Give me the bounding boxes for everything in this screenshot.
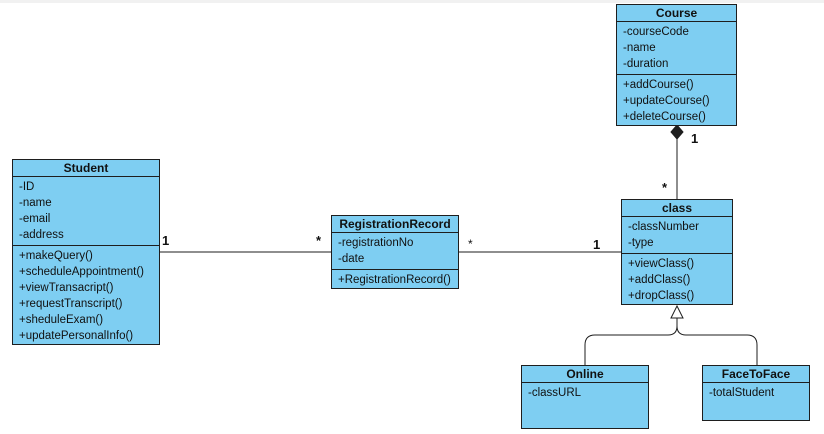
class-box-facetoface[interactable]: FaceToFace -totalStudent <box>702 365 810 421</box>
attribute: -type <box>628 237 654 249</box>
attribute: -date <box>338 253 365 265</box>
attribute: -courseCode <box>623 26 689 38</box>
attribute: -email <box>19 213 51 225</box>
method: +updatePersonalInfo() <box>19 330 134 342</box>
generalization-line-facetoface[interactable] <box>676 325 758 365</box>
generalization-line-online[interactable] <box>584 318 678 365</box>
attributes-section: -classNumber -type <box>622 217 732 253</box>
class-name: Online <box>522 366 648 383</box>
multiplicity-label: 1 <box>691 131 699 146</box>
attributes-section: -courseCode -name -duration <box>617 22 736 74</box>
attribute: -totalStudent <box>709 387 775 399</box>
attribute: -registrationNo <box>338 237 414 249</box>
attributes-section: -classURL <box>522 383 648 403</box>
canvas-top-border <box>0 0 824 3</box>
method: +addCourse() <box>623 79 694 91</box>
class-name: FaceToFace <box>703 366 809 383</box>
method: +scheduleAppointment() <box>19 266 144 278</box>
method: +sheduleExam() <box>19 314 104 326</box>
class-name: Course <box>617 5 736 22</box>
methods-section: +viewClass() +addClass() +dropClass() <box>622 253 732 306</box>
class-box-class[interactable]: class -classNumber -type +viewClass() +a… <box>621 199 733 305</box>
multiplicity-label: * <box>662 180 668 195</box>
method: +RegistrationRecord() <box>338 274 451 286</box>
attributes-section: -registrationNo -date <box>332 233 458 269</box>
attributes-section: -totalStudent <box>703 383 809 403</box>
method: +deleteCourse() <box>623 111 706 123</box>
composition-diamond-icon <box>670 124 684 140</box>
class-box-student[interactable]: Student -ID -name -email -address +makeQ… <box>12 159 160 345</box>
method: +dropClass() <box>628 290 695 302</box>
method: +addClass() <box>628 274 691 286</box>
attribute: -address <box>19 229 64 241</box>
methods-section: +RegistrationRecord() <box>332 269 458 290</box>
multiplicity-label: 1 <box>593 237 601 252</box>
class-name: Student <box>13 160 159 177</box>
method: +viewClass() <box>628 258 695 270</box>
multiplicity-label: 1 <box>162 233 170 248</box>
attribute: -name <box>19 197 52 209</box>
class-box-online[interactable]: Online -classURL <box>521 365 649 429</box>
class-box-registrationrecord[interactable]: RegistrationRecord -registrationNo -date… <box>331 215 459 289</box>
method: +viewTransacript() <box>19 282 114 294</box>
attribute: -ID <box>19 181 35 193</box>
attribute: -classURL <box>528 387 582 399</box>
multiplicity-label: * <box>316 233 322 248</box>
multiplicity-label: * <box>468 237 473 251</box>
class-name: RegistrationRecord <box>332 216 458 233</box>
attribute: -duration <box>623 58 669 70</box>
attributes-section: -ID -name -email -address <box>13 177 159 245</box>
attribute: -classNumber <box>628 221 699 233</box>
method: +makeQuery() <box>19 250 93 262</box>
method: +requestTranscript() <box>19 298 123 310</box>
attribute: -name <box>623 42 656 54</box>
class-name: class <box>622 200 732 217</box>
inheritance-triangle-icon <box>670 304 684 319</box>
method: +updateCourse() <box>623 95 710 107</box>
class-box-course[interactable]: Course -courseCode -name -duration +addC… <box>616 4 737 126</box>
methods-section: +addCourse() +updateCourse() +deleteCour… <box>617 74 736 127</box>
methods-section: +makeQuery() +scheduleAppointment() +vie… <box>13 245 159 346</box>
